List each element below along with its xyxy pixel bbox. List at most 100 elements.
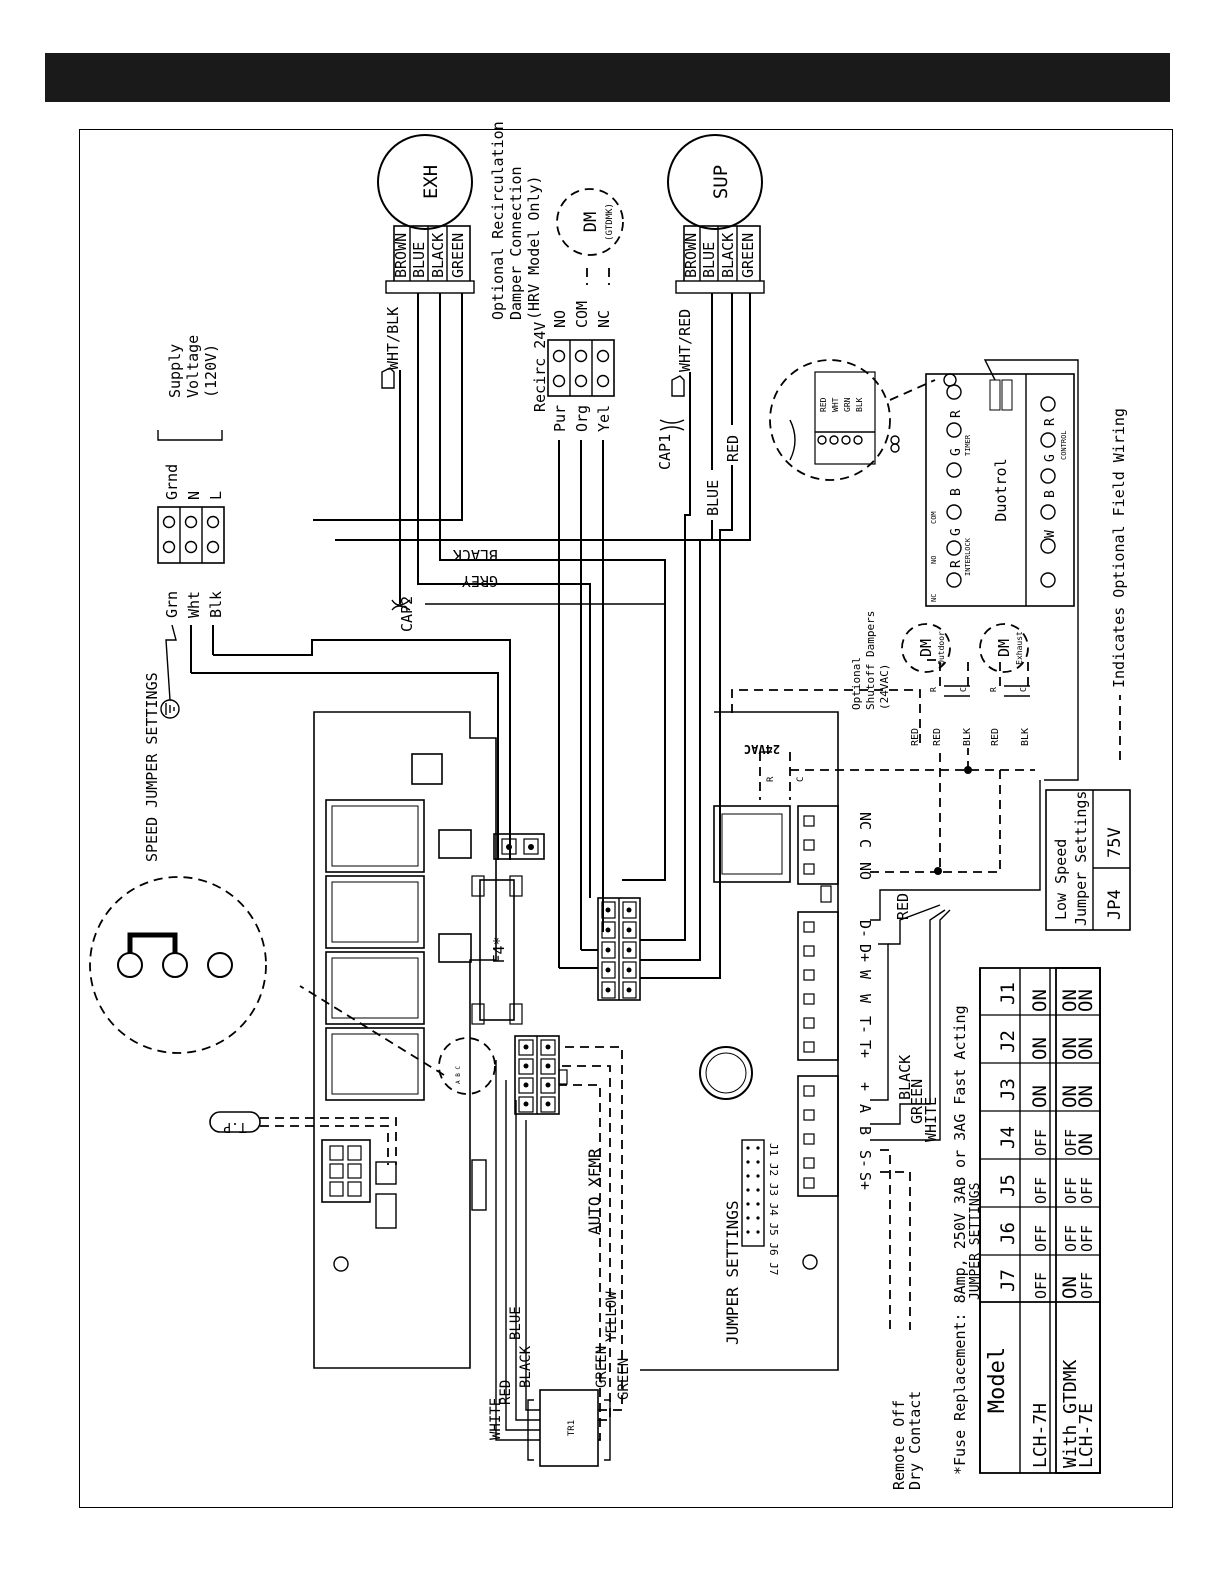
shutoff-blk-1: BLK: [962, 728, 973, 746]
jumper-grid: J7J6J5J4J3J2J1LCH-7HOFFOFFOFFOFFONONONWi…: [997, 982, 1097, 1468]
sup-wire-blue: BLUE: [700, 242, 718, 278]
detail-red: RED: [819, 397, 828, 412]
exh-motor: EXH BROWN BLUE BLACK GREEN WHT/BLK: [377, 134, 475, 370]
duotrol-b-2: B: [1043, 490, 1058, 498]
low-speed-title-1: Low Speed: [1052, 839, 1070, 920]
term-wire-green: GREEN: [908, 1079, 926, 1124]
recirc-title-1: Optional Recirculation: [489, 121, 507, 320]
shutoff-vac-r: R: [766, 776, 776, 782]
term-no: NO: [856, 862, 874, 880]
jumper-cell-1-2: OFF: [1062, 1177, 1080, 1204]
shutoff-c-1: C: [959, 687, 968, 692]
shutoff-dm-1: DM: [917, 639, 935, 657]
jumper-cell-1-4: ON: [1059, 1085, 1081, 1108]
tr-wire-yellow: YELLOW: [604, 1291, 620, 1342]
term-wire-white: WHITE: [922, 1097, 940, 1142]
term-b: B: [856, 1126, 874, 1135]
jumper-col-j1: J1: [997, 982, 1019, 1005]
remote-off-2: Dry Contact: [906, 1391, 924, 1490]
sup-wire-black: BLACK: [719, 233, 737, 278]
shutoff-dampers: 24VAC R C Optional Shutoff Dampers (24VA…: [731, 611, 1035, 875]
jumper-cell-0-6: ON: [1029, 989, 1051, 1012]
sup-lead-label: WHT/RED: [676, 309, 694, 372]
tr-wire-green-2: GREEN: [616, 1358, 632, 1400]
shutoff-vac-c: C: [796, 777, 806, 782]
term-d-plus: D+: [856, 944, 874, 962]
jumper-col-j5: J5: [997, 1174, 1019, 1197]
term-wire-red: RED: [894, 893, 912, 920]
low-speed-title-2: Jumper Settings: [1072, 791, 1090, 926]
recirc-title-2: Damper Connection: [507, 166, 525, 320]
recirc-dm: DM: [581, 212, 601, 232]
term-wire-black: BLACK: [896, 1055, 914, 1100]
duotrol-no: NO: [930, 556, 938, 564]
jumper-ids: J1 J2 J3 J4 J5 J6 J7: [767, 1143, 780, 1275]
duotrol-w: W: [1043, 530, 1058, 538]
jumper-table: *Fuse Replacement: 8Amp, 250V 3AB or 3AG…: [951, 967, 1101, 1475]
supply-wht: Wht: [185, 591, 203, 618]
exh-lead-label: WHT/BLK: [384, 307, 402, 370]
supply-grnd: Grnd: [163, 464, 181, 500]
exh-wire-green: GREEN: [449, 233, 467, 278]
jumper-cell-2-4: ON: [1075, 1085, 1097, 1108]
supply-title-1: Supply: [166, 344, 184, 398]
jumper-cell-1-1: OFF: [1062, 1225, 1080, 1252]
shutoff-r-2: R: [989, 687, 998, 692]
supply-blk: Blk: [207, 591, 225, 618]
shutoff-outdoor: Outdoor: [937, 631, 946, 665]
diagram-frame: [79, 129, 1173, 1508]
recirc-yel: Yel: [595, 405, 613, 432]
supply-n: N: [185, 491, 203, 500]
duotrol-control: CONTROL: [1060, 430, 1068, 460]
wire-label-grey: GREY: [462, 572, 498, 590]
jumper-col-j3: J3: [997, 1078, 1019, 1101]
svg-text:+: +: [856, 1082, 874, 1091]
model-row-2: LCH-7E: [1076, 1403, 1097, 1468]
main-wires: [191, 293, 751, 979]
tr1-label: TR1: [567, 1420, 577, 1436]
supply-voltage: Supply Voltage (120V) Grnd N L Grn Wht B…: [157, 335, 225, 719]
supply-title-3: (120V): [202, 344, 220, 398]
jumper-cell-2-3: ON: [1075, 1133, 1097, 1156]
duotrol-r-3: R: [1043, 418, 1058, 426]
tr-wire-red: RED: [498, 1380, 514, 1405]
shutoff-red-3: RED: [990, 728, 1001, 746]
fuse-note: *Fuse Replacement: 8Amp, 250V 3AB or 3AG…: [951, 1005, 969, 1475]
sup-wire-green: GREEN: [739, 233, 757, 278]
low-speed-table: Low Speed Jumper Settings JP4 75V: [1045, 789, 1131, 931]
wire-label-red: RED: [724, 435, 742, 462]
wire-label-blue: BLUE: [704, 480, 722, 516]
low-speed-value: 75V: [1105, 827, 1125, 858]
jumper-cell-2-2: OFF: [1078, 1177, 1096, 1204]
cap1-label: CAP1: [656, 434, 674, 470]
model-row-1: With GTDMK: [1060, 1359, 1081, 1468]
ground-icon: [160, 699, 180, 719]
low-speed-jumper: JP4: [1105, 889, 1125, 920]
transformer-tr1: [539, 1389, 599, 1467]
jumper-settings-label: JUMPER SETTINGS: [723, 1201, 742, 1346]
exh-wire-brown: BROWN: [392, 233, 410, 278]
jumper-cell-2-0: OFF: [1078, 1272, 1096, 1299]
exh-wire-blue: BLUE: [410, 242, 428, 278]
duotrol-g-1: G: [949, 528, 964, 536]
tr-wire-black: BLACK: [518, 1345, 534, 1388]
shutoff-title-1: Optional: [850, 657, 863, 710]
supply-l: L: [207, 491, 225, 500]
jumper-cell-0-0: OFF: [1032, 1272, 1050, 1299]
supply-grn: Grn: [163, 591, 181, 618]
legend-text: Indicates Optional Field Wiring: [1110, 408, 1128, 688]
recirc-dm-sub: (GTDMK): [605, 203, 615, 241]
recirc-header: Recirc 24V: [531, 322, 549, 412]
sup-wire-brown: BROWN: [682, 233, 700, 278]
recirc-section: Optional Recirculation Damper Connection…: [489, 121, 624, 968]
duotrol-b-1: B: [949, 488, 964, 496]
transformer: TR1 WHITE RED BLACK BLUE GREEN YELLOW GR…: [488, 1046, 632, 1467]
legend: Indicates Optional Field Wiring: [1110, 408, 1128, 760]
shutoff-title-3: (24VAC): [878, 664, 891, 710]
shutoff-red-2: RED: [932, 728, 943, 746]
jumper-col-j4: J4: [997, 1126, 1019, 1149]
term-t-minus: T-: [856, 1016, 874, 1034]
page-header-bar: [45, 53, 1170, 102]
term-w1: W: [856, 970, 874, 980]
